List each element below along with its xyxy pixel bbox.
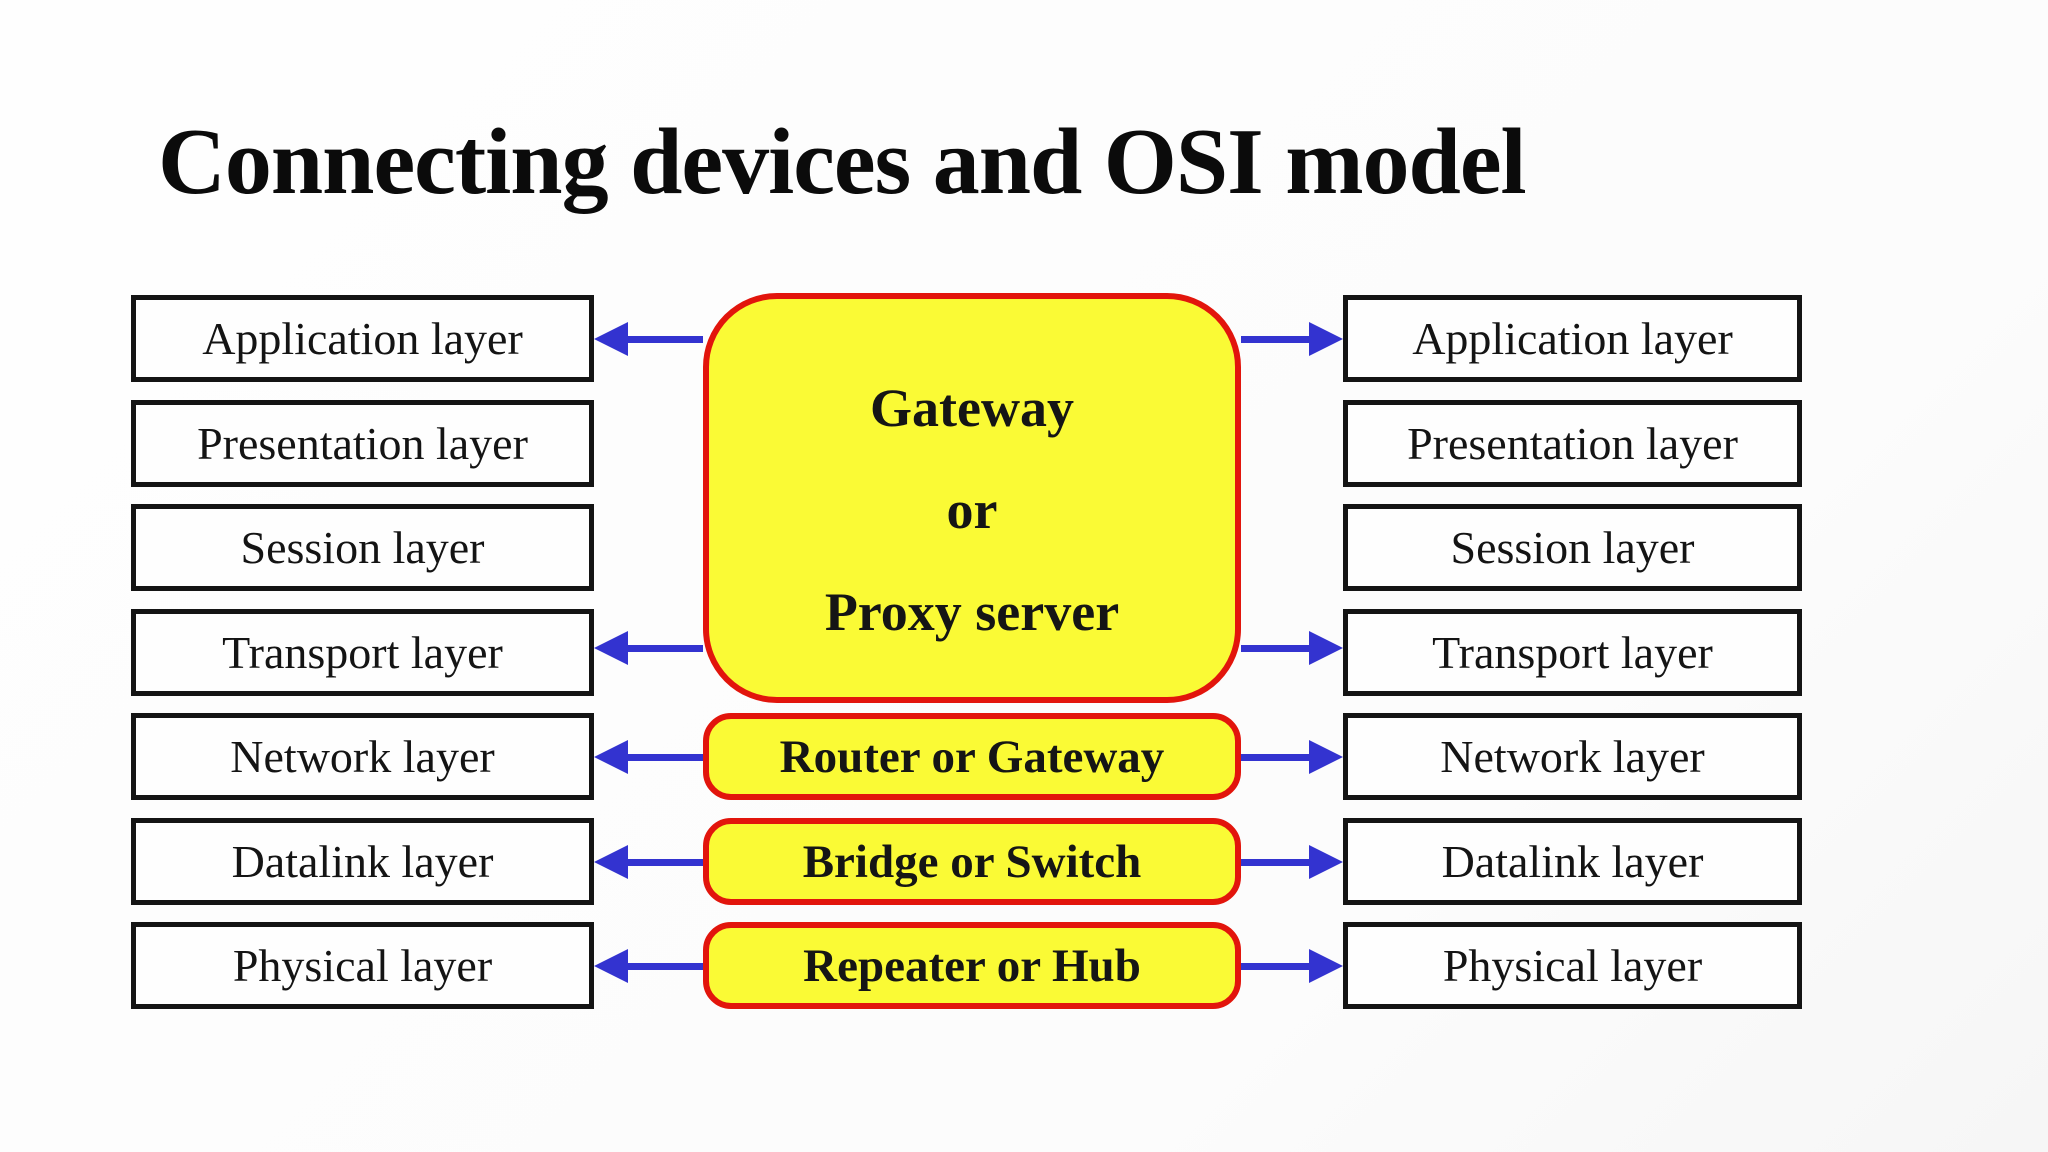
- arrow-shaft: [1241, 858, 1309, 866]
- layer-box-left-application: Application layer: [131, 295, 594, 382]
- arrow-shaft: [628, 962, 703, 970]
- arrow-shaft: [1241, 644, 1309, 652]
- arrow-shaft: [1241, 335, 1309, 343]
- right-arrow-application: [1241, 322, 1343, 356]
- layer-box-right-network: Network layer: [1343, 713, 1802, 800]
- arrow-shaft: [1241, 962, 1309, 970]
- bridge-switch-box: Bridge or Switch: [703, 818, 1241, 905]
- right-arrow-datalink: [1241, 845, 1343, 879]
- gateway-line-3: Proxy server: [824, 582, 1120, 642]
- router-gateway-box: Router or Gateway: [703, 713, 1241, 800]
- layer-box-right-transport: Transport layer: [1343, 609, 1802, 696]
- layer-box-left-datalink: Datalink layer: [131, 818, 594, 905]
- layer-box-right-datalink: Datalink layer: [1343, 818, 1802, 905]
- repeater-hub-box: Repeater or Hub: [703, 922, 1241, 1009]
- arrowhead-left-icon: [594, 949, 628, 983]
- arrow-shaft: [628, 644, 703, 652]
- left-arrow-transport: [594, 631, 703, 665]
- left-arrow-network: [594, 740, 703, 774]
- arrowhead-right-icon: [1309, 740, 1343, 774]
- left-arrow-datalink: [594, 845, 703, 879]
- arrowhead-right-icon: [1309, 845, 1343, 879]
- arrowhead-left-icon: [594, 845, 628, 879]
- layer-box-right-application: Application layer: [1343, 295, 1802, 382]
- arrow-shaft: [628, 858, 703, 866]
- arrowhead-left-icon: [594, 631, 628, 665]
- arrow-shaft: [628, 335, 703, 343]
- arrowhead-right-icon: [1309, 949, 1343, 983]
- layer-box-left-network: Network layer: [131, 713, 594, 800]
- layer-box-left-physical: Physical layer: [131, 922, 594, 1009]
- arrowhead-right-icon: [1309, 322, 1343, 356]
- arrowhead-left-icon: [594, 322, 628, 356]
- left-arrow-physical: [594, 949, 703, 983]
- layer-box-right-physical: Physical layer: [1343, 922, 1802, 1009]
- gateway-line-1: Gateway: [870, 378, 1074, 438]
- slide-title: Connecting devices and OSI model: [158, 110, 1527, 214]
- arrow-shaft: [1241, 753, 1309, 761]
- arrow-shaft: [628, 753, 703, 761]
- arrowhead-left-icon: [594, 740, 628, 774]
- right-arrow-physical: [1241, 949, 1343, 983]
- layer-box-left-session: Session layer: [131, 504, 594, 591]
- left-arrow-application: [594, 322, 703, 356]
- layer-box-left-presentation: Presentation layer: [131, 400, 594, 487]
- right-arrow-network: [1241, 740, 1343, 774]
- arrowhead-right-icon: [1309, 631, 1343, 665]
- gateway-line-2: or: [946, 480, 998, 540]
- gateway-proxy-box: Gateway or Proxy server: [703, 293, 1241, 703]
- layer-box-right-presentation: Presentation layer: [1343, 400, 1802, 487]
- layer-box-right-session: Session layer: [1343, 504, 1802, 591]
- layer-box-left-transport: Transport layer: [131, 609, 594, 696]
- right-arrow-transport: [1241, 631, 1343, 665]
